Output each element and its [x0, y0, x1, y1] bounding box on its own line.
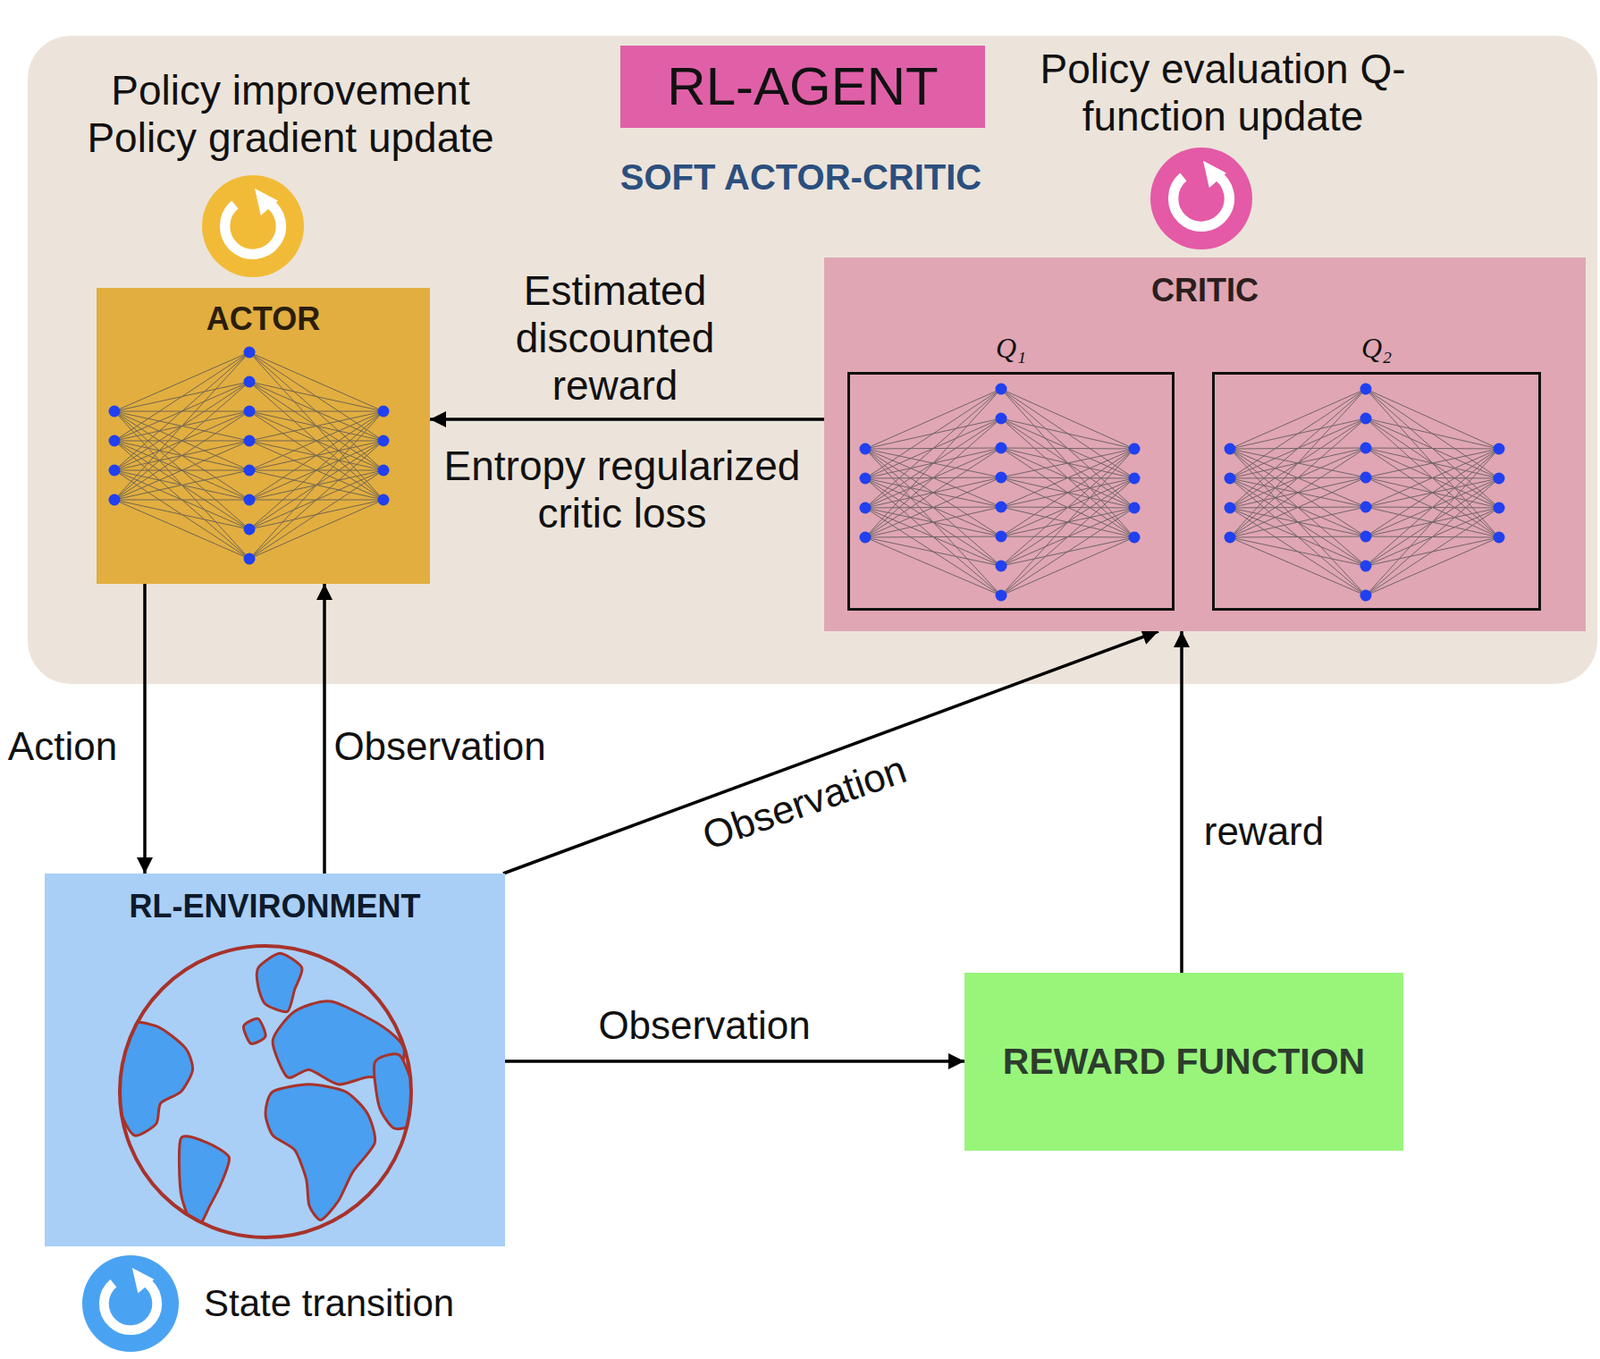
- update-cycle-icon: [1150, 147, 1253, 250]
- box-heading: ACTOR: [96, 300, 430, 338]
- box-heading: REWARD FUNCTION: [1002, 1040, 1365, 1083]
- update-cycle-icon: [82, 1254, 179, 1352]
- label-holder: Entropy regularized critic loss: [425, 442, 819, 538]
- annotation-label: Policy evaluation Q-function update: [1035, 45, 1411, 141]
- q-network-box: Q₂: [1212, 371, 1542, 611]
- neural-network-icon: [850, 374, 1172, 679]
- edge-label: Estimated discounted reward: [494, 267, 736, 410]
- algorithm-name: SOFT ACTOR-CRITIC: [532, 157, 1070, 198]
- edge-label-holder: reward: [1204, 808, 1325, 855]
- agent-title: RL-AGENT: [620, 45, 986, 128]
- box-heading: CRITIC: [824, 271, 1586, 310]
- globe-icon: [44, 873, 484, 1247]
- edge-label-holder: Action: [8, 724, 118, 770]
- edge-label-holder: Observation: [697, 746, 913, 859]
- update-cycle-icon: [202, 175, 304, 278]
- box-heading: RL-ENVIRONMENT: [44, 887, 506, 926]
- edge-label-holder: Observation: [597, 1002, 810, 1049]
- neural-network-icon: [1214, 374, 1537, 679]
- annotation-label: Policy improvement Policy gradient updat…: [75, 67, 506, 162]
- q-network-box: Q₁: [847, 371, 1175, 611]
- flow-arrow: [505, 1059, 965, 1063]
- label-holder: Policy evaluation Q-function update: [1035, 45, 1411, 141]
- edge-label-holder: Observation: [333, 724, 546, 770]
- annotation-label: Entropy regularized critic loss: [425, 442, 819, 538]
- flow-arrow: [322, 583, 327, 874]
- network-heading: Q₁: [850, 331, 1172, 365]
- edge-label: Observation: [333, 724, 546, 770]
- flow-arrow: [503, 631, 1159, 874]
- label-holder: State transition: [203, 1281, 455, 1325]
- annotation-label: State transition: [203, 1281, 455, 1325]
- edge-label: Action: [8, 724, 118, 770]
- reward-function-box: REWARD FUNCTION: [964, 972, 1404, 1151]
- critic-box: Q₁Q₂CRITIC: [824, 257, 1586, 632]
- network-heading: Q₂: [1214, 331, 1539, 365]
- edge-label: reward: [1204, 808, 1325, 855]
- actor-box: ACTOR: [96, 287, 430, 584]
- edge-label-holder: Estimated discounted reward: [494, 267, 736, 410]
- edge-label: Observation: [697, 746, 913, 859]
- flow-arrow: [1179, 631, 1184, 973]
- flow-arrow: [143, 583, 147, 874]
- edge-label: Observation: [597, 1002, 810, 1049]
- flow-arrow: [429, 417, 825, 422]
- environment-box: RL-ENVIRONMENT: [44, 873, 506, 1247]
- label-holder: Policy improvement Policy gradient updat…: [75, 67, 506, 162]
- agent-panel-ground: [27, 35, 1598, 684]
